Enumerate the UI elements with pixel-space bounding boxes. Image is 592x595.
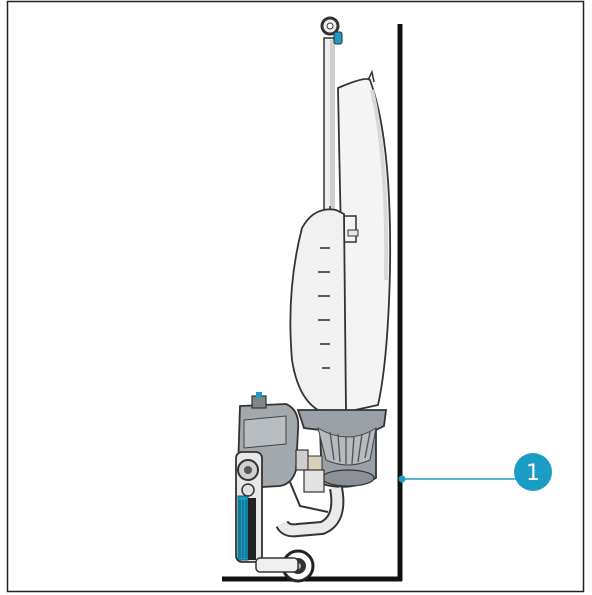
tank-latch: [343, 215, 357, 243]
callout-number: 1: [526, 461, 540, 486]
callout-anchor-dot: [398, 475, 406, 483]
callout-marker: [514, 453, 552, 491]
scrubber-machine: [235, 16, 392, 583]
fill-level-scale: [318, 247, 330, 369]
callout-1: 1: [398, 453, 552, 491]
solution-tank: [289, 208, 347, 413]
wall-and-floor: [222, 24, 403, 582]
